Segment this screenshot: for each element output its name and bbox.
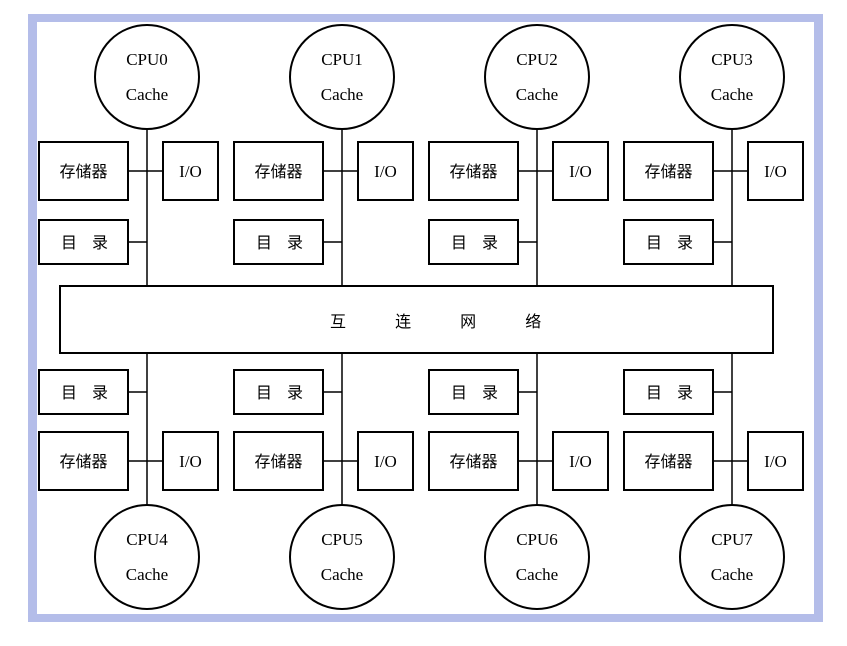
cache-label-7: Cache [711, 565, 753, 584]
cpu-label-3: CPU3 [711, 50, 753, 69]
cache-label-3: Cache [711, 85, 753, 104]
cache-label-2: Cache [516, 85, 558, 104]
cpu-label-6: CPU6 [516, 530, 558, 549]
io-box-4: I/O [162, 431, 219, 491]
directory-box-5: 目 录 [233, 369, 324, 415]
cache-label-1: Cache [321, 85, 363, 104]
memory-box-7-label: 存储器 [644, 452, 692, 471]
memory-box-5: 存储器 [233, 431, 324, 491]
io-box-3-label: I/O [764, 162, 787, 181]
io-box-3: I/O [747, 141, 804, 201]
directory-box-7-label: 目 录 [646, 383, 698, 402]
io-box-2: I/O [552, 141, 609, 201]
io-box-4-label: I/O [179, 452, 202, 471]
memory-box-7: 存储器 [623, 431, 714, 491]
io-box-5-label: I/O [374, 452, 397, 471]
directory-box-4: 目 录 [38, 369, 129, 415]
memory-box-1: 存储器 [233, 141, 324, 201]
directory-box-5-label: 目 录 [256, 383, 308, 402]
cpu-label-4: CPU4 [126, 530, 168, 549]
io-box-5: I/O [357, 431, 414, 491]
cache-label-4: Cache [126, 565, 168, 584]
memory-box-2-label: 存储器 [449, 162, 497, 181]
io-box-6: I/O [552, 431, 609, 491]
memory-box-2: 存储器 [428, 141, 519, 201]
directory-box-0-label: 目 录 [61, 233, 113, 252]
cpu-label-5: CPU5 [321, 530, 363, 549]
cpu-label-0: CPU0 [126, 50, 168, 69]
memory-box-3-label: 存储器 [644, 162, 692, 181]
io-box-6-label: I/O [569, 452, 592, 471]
cpu-label-7: CPU7 [711, 530, 753, 549]
cache-label-0: Cache [126, 85, 168, 104]
directory-box-2: 目 录 [428, 219, 519, 265]
directory-box-3: 目 录 [623, 219, 714, 265]
io-box-1: I/O [357, 141, 414, 201]
memory-box-6: 存储器 [428, 431, 519, 491]
io-box-1-label: I/O [374, 162, 397, 181]
memory-box-3: 存储器 [623, 141, 714, 201]
directory-box-0: 目 录 [38, 219, 129, 265]
directory-box-1-label: 目 录 [256, 233, 308, 252]
memory-box-4: 存储器 [38, 431, 129, 491]
io-box-7: I/O [747, 431, 804, 491]
cache-label-6: Cache [516, 565, 558, 584]
directory-box-6: 目 录 [428, 369, 519, 415]
directory-box-2-label: 目 录 [451, 233, 503, 252]
io-box-2-label: I/O [569, 162, 592, 181]
memory-box-0: 存储器 [38, 141, 129, 201]
io-box-0-label: I/O [179, 162, 202, 181]
io-box-7-label: I/O [764, 452, 787, 471]
interconnect-network-label: 互 连 网 络 [330, 312, 563, 331]
memory-box-0-label: 存储器 [59, 162, 107, 181]
directory-box-3-label: 目 录 [646, 233, 698, 252]
memory-box-6-label: 存储器 [449, 452, 497, 471]
directory-box-6-label: 目 录 [451, 383, 503, 402]
cpu-label-1: CPU1 [321, 50, 363, 69]
cache-label-5: Cache [321, 565, 363, 584]
directory-box-4-label: 目 录 [61, 383, 113, 402]
memory-box-4-label: 存储器 [59, 452, 107, 471]
directory-box-7: 目 录 [623, 369, 714, 415]
directory-box-1: 目 录 [233, 219, 324, 265]
interconnect-network: 互 连 网 络 [59, 285, 774, 354]
io-box-0: I/O [162, 141, 219, 201]
memory-box-1-label: 存储器 [254, 162, 302, 181]
memory-box-5-label: 存储器 [254, 452, 302, 471]
cpu-label-2: CPU2 [516, 50, 558, 69]
